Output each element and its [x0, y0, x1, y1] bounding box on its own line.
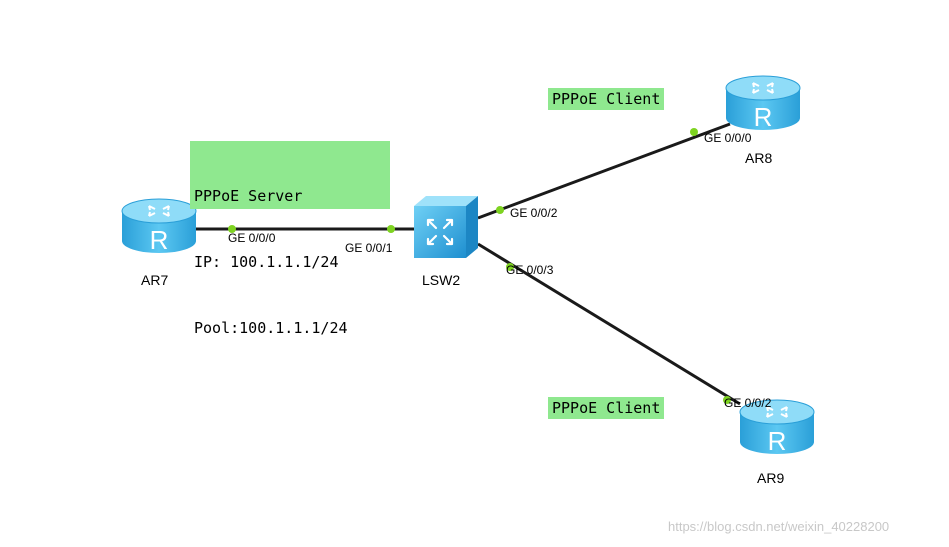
port-dot-ar9-ge002 [723, 396, 731, 404]
port-dot-ar8-ge000 [690, 128, 698, 136]
port-label-ar9-ge002: GE 0/0/2 [724, 396, 772, 410]
svg-text:R: R [768, 426, 787, 456]
server-pool: Pool:100.1.1.1/24 [194, 319, 348, 337]
server-title: PPPoE Server [194, 187, 303, 205]
device-label-ar7: AR7 [141, 272, 169, 288]
watermark: https://blog.csdn.net/weixin_40228200 [668, 519, 890, 534]
port-label-lsw2-ge003: GE 0/0/3 [506, 263, 554, 277]
device-label-ar8: AR8 [745, 150, 773, 166]
port-dot-ar7-ge000 [228, 225, 236, 233]
port-label-lsw2-ge002: GE 0/0/2 [510, 206, 558, 220]
svg-text:R: R [150, 225, 169, 255]
port-label-ar8-ge000: GE 0/0/0 [704, 131, 752, 145]
port-label-ar7-ge000: GE 0/0/0 [228, 231, 276, 245]
device-label-lsw2: LSW2 [422, 272, 461, 288]
link-lsw2-ar8[interactable] [477, 122, 731, 220]
port-dot-lsw2-ge002 [496, 206, 504, 214]
port-dot-lsw2-ge001 [387, 225, 395, 233]
port-label-lsw2-ge001: GE 0/0/1 [345, 241, 393, 255]
port-dot-lsw2-ge003 [506, 263, 514, 271]
pppoe-client-note-ar8: PPPoE Client [548, 88, 665, 110]
switch-icon[interactable] [414, 196, 478, 258]
pppoe-server-note: PPPoE Server IP: 100.1.1.1/24 Pool:100.1… [190, 141, 390, 337]
server-ip: IP: 100.1.1.1/24 [194, 253, 339, 271]
router-icon[interactable]: R [725, 75, 801, 132]
link-lsw2-ar9[interactable] [477, 242, 741, 406]
pppoe-client-note-ar9: PPPoE Client [548, 397, 665, 419]
svg-text:R: R [754, 102, 773, 132]
router-icon[interactable]: R [739, 399, 815, 456]
router-icon[interactable]: R [121, 198, 197, 255]
device-label-ar9: AR9 [757, 470, 785, 486]
